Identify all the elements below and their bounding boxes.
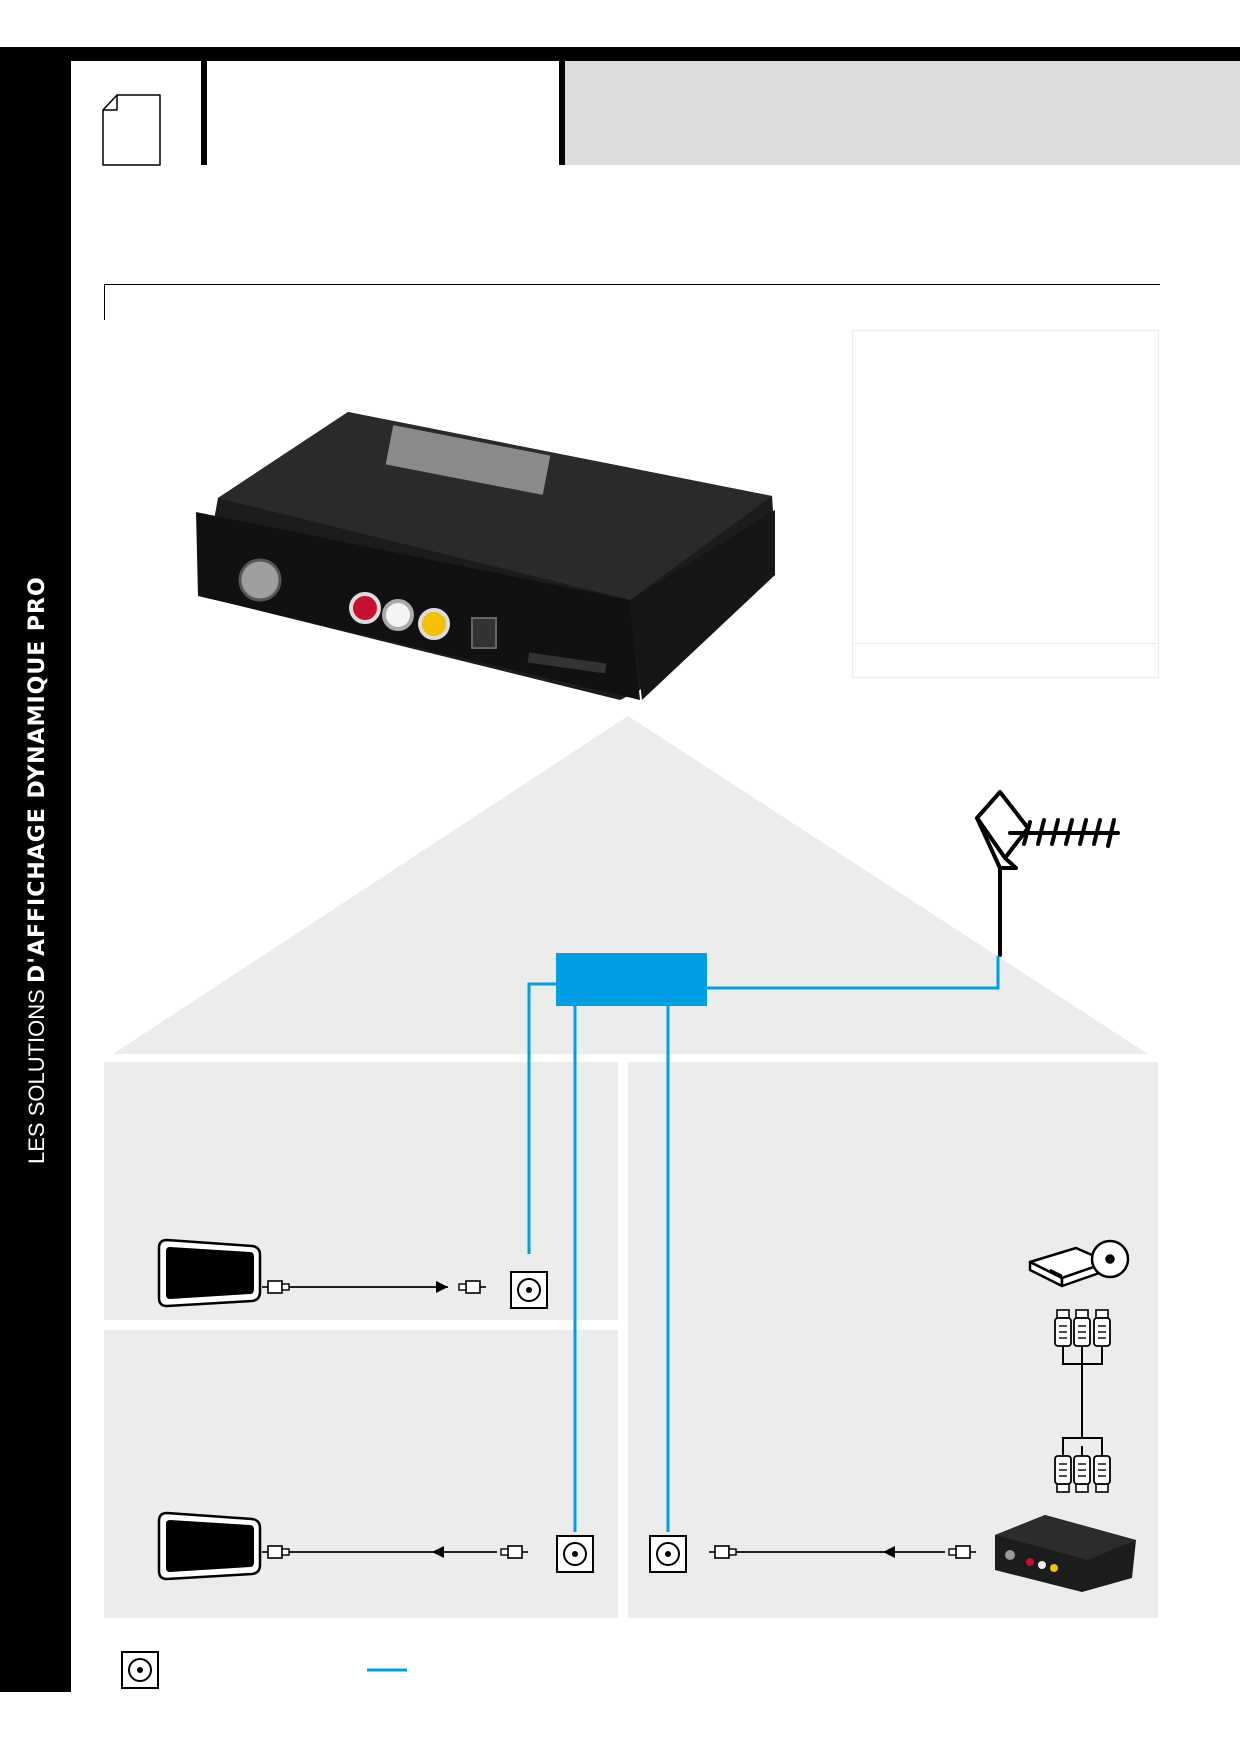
modulator-product-photo — [196, 412, 775, 700]
top-black-bar — [0, 47, 1240, 61]
audio-white-connector — [382, 599, 414, 631]
coax-outlet-icon — [510, 1271, 548, 1309]
rf-modulator-icon — [995, 1515, 1136, 1592]
coax-outlet-icon — [556, 1535, 594, 1573]
coax-cable-top-left — [261, 1280, 487, 1294]
tv-antenna-icon — [975, 790, 1120, 957]
audio-red-connector — [349, 592, 381, 624]
sidebar: LES SOLUTIONS D'AFFICHAGE DYNAMIQUE PRO — [0, 47, 71, 1692]
coax-cable-bottom-left — [261, 1545, 529, 1559]
card-slot — [527, 652, 607, 674]
dvd-player-icon — [1028, 1239, 1130, 1288]
header-gray-panel — [565, 61, 1240, 165]
info-box-separator — [852, 643, 1159, 644]
header-divider-right — [559, 61, 565, 165]
document-icon — [102, 94, 161, 166]
tv-screen-icon — [157, 1238, 262, 1308]
rca-cable — [1054, 1309, 1111, 1493]
coax-cabling — [527, 956, 1000, 1532]
house-roof — [113, 716, 1148, 1054]
tv-screen-icon — [157, 1511, 262, 1581]
section-rule-tick — [104, 284, 105, 320]
rf-out-connector — [238, 558, 282, 602]
info-box — [852, 330, 1159, 678]
dc-jack — [471, 617, 497, 649]
coax-outlet-icon — [649, 1535, 687, 1573]
distribution-splitter — [556, 953, 707, 1006]
section-rule — [104, 284, 1160, 285]
video-yellow-connector — [418, 608, 450, 640]
lcd-display — [385, 425, 551, 495]
coax-cable-right — [708, 1545, 977, 1559]
header-divider-left — [201, 61, 207, 165]
legend-coax-outlet-icon — [121, 1651, 159, 1689]
